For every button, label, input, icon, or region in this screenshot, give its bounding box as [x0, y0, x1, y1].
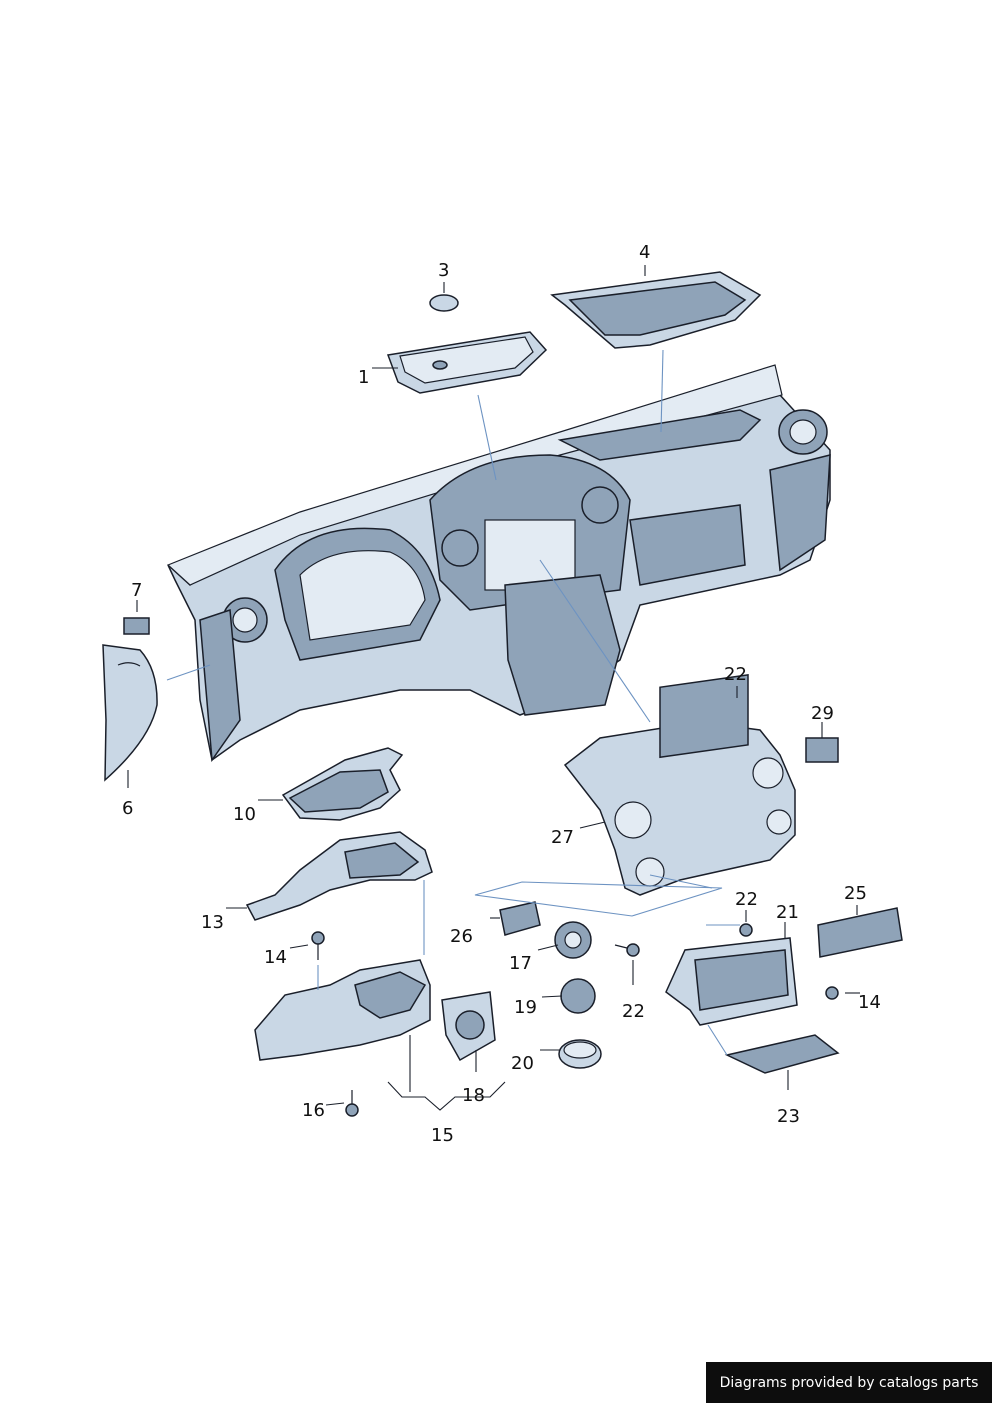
- callout-14-left: 14: [264, 947, 287, 968]
- part-26-bracket: [499, 901, 541, 936]
- callout-21: 21: [776, 902, 799, 923]
- screw-22-lower: [614, 943, 640, 957]
- callout-19: 19: [514, 997, 537, 1018]
- callout-13: 13: [201, 912, 224, 933]
- callout-27: 27: [551, 827, 574, 848]
- callout-7: 7: [131, 580, 143, 601]
- screw-14-right: [825, 986, 839, 1000]
- part-6-side-cover: [102, 644, 158, 782]
- screw-16: [345, 1090, 359, 1117]
- leader-lines: [127, 265, 860, 1111]
- part-15-lower-shroud: [254, 959, 431, 1061]
- part-20-ring: [558, 1039, 602, 1069]
- callout-18: 18: [462, 1085, 485, 1106]
- part-4-top-tray: [550, 271, 762, 349]
- part-18-ignition-trim: [441, 991, 496, 1062]
- callout-1: 1: [358, 367, 370, 388]
- part-21-storage-compartment: [665, 937, 798, 1026]
- callout-10: 10: [233, 804, 256, 825]
- callout-15: 15: [431, 1125, 454, 1146]
- dashboard-assembly: [166, 364, 831, 763]
- watermark-text: Diagrams provided by catalogs parts: [719, 1374, 979, 1391]
- part-3-cap: [429, 294, 459, 312]
- screw-22-mid: [739, 923, 753, 937]
- callout-3: 3: [438, 260, 450, 281]
- callout-26: 26: [450, 926, 473, 947]
- callout-23: 23: [777, 1106, 800, 1127]
- callout-4: 4: [639, 242, 651, 263]
- screw-14-left: [311, 931, 325, 960]
- callout-25: 25: [844, 883, 867, 904]
- callout-17: 17: [509, 953, 532, 974]
- part-17-socket: [554, 921, 592, 959]
- part-27-center-trim-panel: [563, 674, 796, 896]
- part-7-clip: [123, 617, 150, 635]
- watermark-banner: Diagrams provided by catalogs parts: [706, 1362, 992, 1403]
- callout-22-top: 22: [724, 664, 747, 685]
- part-29-switch-blank: [805, 737, 839, 763]
- part-25-cover: [817, 907, 903, 958]
- callout-20: 20: [511, 1053, 534, 1074]
- part-13-column-shroud-cover: [245, 831, 433, 921]
- part-19-cap: [560, 978, 596, 1014]
- callout-16: 16: [302, 1100, 325, 1121]
- guide-lines: [166, 349, 740, 1056]
- callout-22-lower: 22: [622, 1001, 645, 1022]
- callout-14-right: 14: [858, 992, 881, 1013]
- callout-22-mid: 22: [735, 889, 758, 910]
- callout-29: 29: [811, 703, 834, 724]
- part-1-storage-tray: [386, 331, 548, 394]
- part-10-column-shroud-upper: [281, 747, 404, 821]
- callout-6: 6: [122, 798, 134, 819]
- part-23-mat: [724, 1034, 840, 1074]
